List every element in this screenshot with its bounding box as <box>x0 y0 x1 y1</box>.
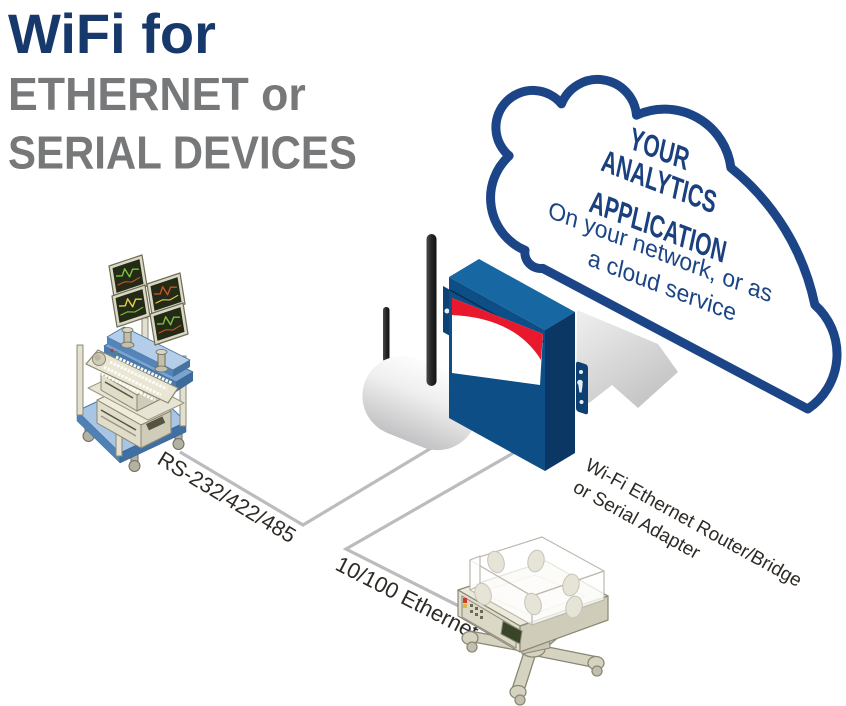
svg-text:ETHERNET or: ETHERNET or <box>8 68 306 120</box>
svg-text:SERIAL DEVICES: SERIAL DEVICES <box>8 128 357 179</box>
svg-text:RS-232/422/485: RS-232/422/485 <box>153 447 300 548</box>
svg-text:Wi-Fi Ethernet Router/Bridgeor: Wi-Fi Ethernet Router/Bridgeor Serial Ad… <box>569 455 805 613</box>
svg-text:WiFi for: WiFi for <box>8 2 216 65</box>
